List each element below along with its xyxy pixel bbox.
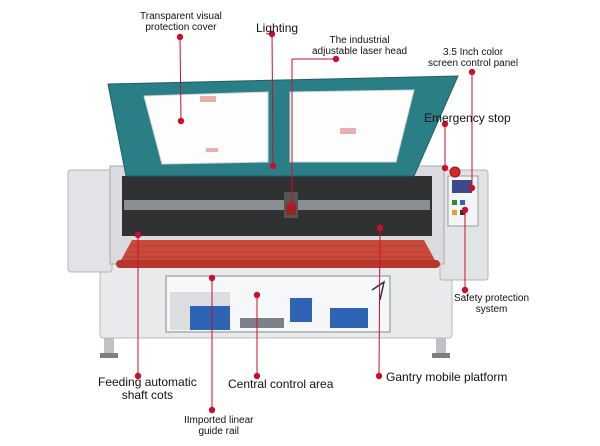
marker-dot-icon [468, 184, 476, 192]
marker-dot-icon [269, 162, 277, 170]
driver-box-left [190, 306, 230, 330]
label-feeding-shaft-line1: Feeding automatic [98, 375, 197, 389]
label-lighting: Lighting [256, 21, 299, 35]
label-protection-cover-line2: protection cover [145, 21, 217, 33]
marker-dot-icon [375, 372, 383, 380]
label-screen-panel-line1: 3.5 Inch color [443, 47, 504, 58]
marker-dot-icon [461, 286, 469, 294]
marker-dot-icon [441, 120, 449, 128]
marker-dot-icon [376, 224, 384, 232]
label-feeding-shaft: Feeding automatic shaft cots [98, 376, 197, 401]
label-protection-cover: Transparent visual protection cover [140, 11, 222, 33]
markers [134, 30, 476, 414]
driver-box-mid [290, 298, 312, 322]
marker-dot-icon [332, 55, 340, 63]
marker-dot-icon [441, 164, 449, 172]
marker-dot-icon [253, 291, 261, 299]
marker-dot-icon [461, 206, 469, 214]
marker-dot-icon [468, 68, 476, 76]
machine-legs [100, 335, 450, 358]
marker-dot-icon [208, 274, 216, 282]
label-gantry-platform: Gantry mobile platform [386, 370, 508, 384]
marker-dot-icon [134, 231, 142, 239]
lid-window-left [143, 91, 269, 165]
label-emergency-stop: Emergency stop [424, 111, 511, 125]
label-safety-protection-line2: system [475, 303, 508, 315]
emergency-stop-button [449, 166, 461, 178]
label-laser-head-line2: adjustable laser head [312, 45, 408, 57]
laser-machine-illustration [67, 75, 489, 358]
label-safety-protection: Safety protection system [454, 293, 530, 315]
conveyor-bed [120, 240, 436, 262]
label-feeding-shaft-line2: shaft cots [121, 387, 174, 402]
leader-lighting [271, 32, 274, 167]
marker-dot-icon [177, 117, 185, 125]
marker-dot-icon [134, 372, 142, 380]
label-central-control: Central control area [228, 377, 334, 391]
marker-dot-icon [208, 406, 216, 414]
label-laser-head-line1: The industrial [329, 35, 390, 46]
gantry-beam [124, 200, 430, 210]
label-linear-guide-rail: IImported linear guide rail [184, 415, 254, 437]
leader-lines [137, 32, 473, 410]
left-side-panel [67, 169, 113, 273]
label-linear-guide-rail-line2: guide rail [198, 425, 240, 437]
label-safety-protection-line1: Safety protection [454, 293, 530, 304]
control-screen [452, 180, 472, 193]
marker-dot-icon [253, 372, 261, 380]
driver-box-right [330, 308, 368, 328]
label-screen-panel: 3.5 Inch color screen control panel [428, 47, 519, 69]
marker-dot-icon [288, 201, 296, 209]
label-laser-head: The industrial adjustable laser head [312, 35, 408, 57]
leader-gantry [378, 227, 381, 377]
feeding-roller [116, 260, 440, 268]
lid-window-right [289, 89, 415, 163]
marker-dot-icon [268, 30, 276, 38]
leader-cover [179, 36, 182, 122]
label-protection-cover-line1: Transparent visual [140, 11, 222, 22]
label-linear-guide-rail-line1: IImported linear [184, 415, 254, 426]
label-screen-panel-line2: screen control panel [428, 57, 519, 69]
marker-dot-icon [176, 33, 184, 41]
